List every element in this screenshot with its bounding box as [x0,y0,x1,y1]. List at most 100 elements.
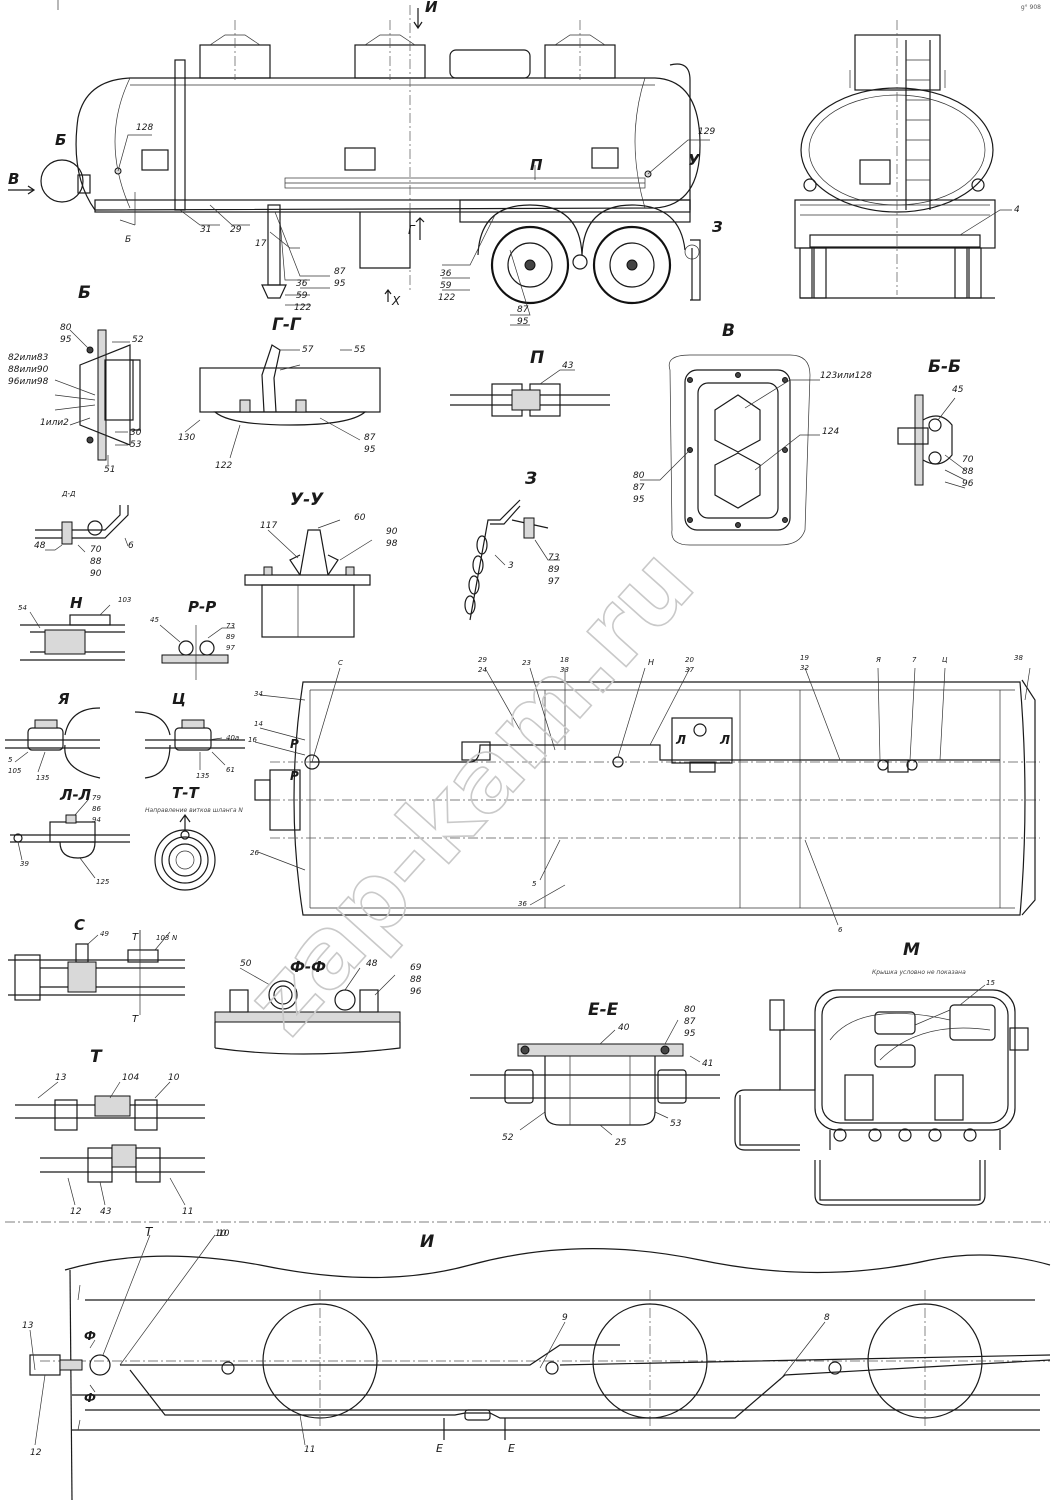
section-ee-label: 95 [684,1029,696,1039]
detail-m-title: М [903,940,920,960]
section-rr-label: 73 [226,622,235,630]
plan-label: 23 [522,659,531,667]
detail-ts-label: 40а [226,734,239,742]
section-rr-label: 97 [226,644,235,652]
section-gg-label: 130 [178,433,195,443]
section-ee-label: 40 [618,1023,630,1033]
section-ll-label: 94 [92,816,101,824]
plan-label: Л [675,733,686,747]
plan-label: 16 [248,736,257,744]
section-bb-label: 70 [962,455,974,465]
section-ee-label: 25 [615,1138,627,1148]
plan-label: Ц [942,656,948,664]
side-label: 129 [698,127,715,137]
detail-b-label: 88или90 [8,365,49,375]
detail-s-label: 103 [156,934,169,942]
side-label: 17 [255,239,267,249]
side-label: У [688,151,701,169]
detail-b-label: 30 [130,428,142,438]
plan-label: 34 [254,690,263,698]
plan-label: 33 [560,666,569,674]
plan-label: 18 [560,656,569,664]
view-i-label: Е [436,1442,443,1455]
detail-ya-title: Я [57,690,70,708]
detail-z-title: З [524,469,537,489]
detail-t-label: 13 [55,1073,67,1083]
detail-ts-label: 61 [226,766,235,774]
detail-n-label: 103 [118,596,131,604]
detail-s-label: 49 [100,930,109,938]
side-label: 31 [200,225,211,235]
side-label: З [712,218,723,236]
view-i-title: И [420,1232,434,1252]
detail-v-label: 124 [822,427,839,437]
section-uu-label: 98 [386,539,398,549]
section-ee-label: 53 [670,1119,682,1129]
side-label: Б [55,131,66,149]
plan-label: 26 [250,849,259,857]
plan-label: 32 [800,664,809,672]
plan-label: 24 [478,666,487,674]
detail-n-label: 54 [18,604,27,612]
section-ff-label: 69 [410,963,422,973]
view-i-label: Ф [84,1329,96,1343]
side-label: Б [125,235,131,245]
side-label: 95 [334,279,346,289]
section-dd-label: 88 [90,557,102,567]
plan-label: Я [875,656,881,664]
view-i-label: Т [145,1225,154,1239]
side-label: 122 [438,293,455,303]
section-ff-label: 10 [218,1229,230,1239]
section-dd-label: 6 [128,541,134,551]
side-label: 95 [517,317,529,327]
arrow-label-i: И [425,0,438,16]
plan-label: 20 [685,656,694,664]
detail-n-title: Н [70,594,83,612]
view-i-label: 13 [22,1321,34,1331]
detail-z-label: 97 [548,577,560,587]
arrow-label-v: В [8,170,19,188]
detail-p-title: П [530,348,544,368]
rear-label: 4 [1014,205,1020,215]
plan-label: 37 [685,666,694,674]
section-gg-label: 57 [302,345,314,355]
section-dd-label: 90 [90,569,102,579]
section-ll-label: 125 [96,878,110,886]
view-i-label: 11 [304,1445,315,1455]
plan-label: 14 [254,720,263,728]
section-ff-label: 88 [410,975,422,985]
detail-b-label: 51 [104,465,115,475]
section-dd-label: 48 [34,541,46,551]
plan-label: Р [290,737,299,751]
side-label: 59 [296,291,308,301]
view-i-label: 12 [30,1448,42,1458]
section-ff-label: 96 [410,987,422,997]
side-label: 87 [517,305,529,315]
detail-v-label: 80 [633,471,645,481]
detail-t-label: 104 [122,1073,139,1083]
plan-label: 19 [800,654,809,662]
side-label: 29 [230,225,242,235]
section-gg-label: 122 [215,461,232,471]
side-label: 59 [440,281,452,291]
plan-label: 29 [478,656,487,664]
section-ee-label: 52 [502,1133,514,1143]
detail-t-label: 10 [168,1073,180,1083]
plan-label: 36 [518,900,527,908]
section-ff-title: Ф-Ф [290,958,326,976]
